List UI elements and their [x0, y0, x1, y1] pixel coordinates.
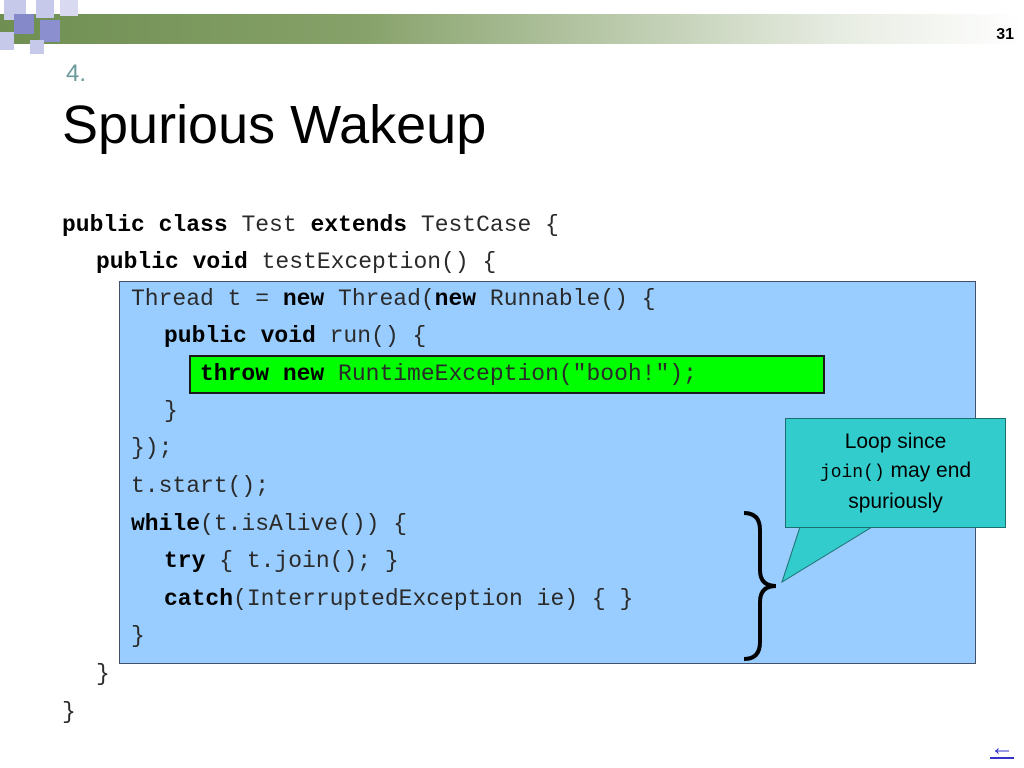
code-text: } — [131, 623, 145, 649]
code-keyword: public void — [164, 323, 316, 349]
code-text: Thread t = — [131, 286, 283, 312]
header-decoration-bar — [0, 14, 1024, 44]
page-title: Spurious Wakeup — [62, 95, 487, 155]
code-text: t.start(); — [131, 473, 270, 499]
code-keyword: public void — [96, 249, 248, 275]
callout-line: join() may end — [786, 458, 1005, 486]
code-keyword: try — [164, 548, 206, 574]
decorative-square — [40, 20, 60, 42]
code-text: Runnable() { — [476, 286, 656, 312]
throw-highlight-box — [189, 355, 825, 394]
callout-line: spuriously — [848, 490, 943, 513]
code-keyword: throw new — [200, 361, 325, 387]
code-line-8: t.start(); — [131, 471, 269, 501]
code-text: Thread( — [324, 286, 435, 312]
decorative-square — [14, 14, 34, 34]
code-text: { t.join(); } — [205, 548, 399, 574]
code-line-14: } — [62, 697, 76, 727]
code-line-5: throw new RuntimeException("booh!"); — [200, 359, 697, 389]
code-text: testException() { — [247, 249, 497, 275]
code-text: } — [62, 699, 76, 725]
code-text: }); — [131, 435, 173, 461]
code-keyword: new — [434, 286, 477, 312]
code-text: RuntimeException("booh!"); — [324, 361, 697, 387]
code-line-10: try { t.join(); } — [164, 546, 399, 576]
code-line-7: }); — [131, 433, 172, 463]
decorative-square — [36, 0, 54, 18]
code-line-4: public void run() { — [164, 321, 426, 351]
code-line-6: } — [164, 396, 178, 426]
code-line-2: public void testException() { — [96, 247, 496, 277]
code-keyword: while — [131, 511, 201, 537]
code-text: TestCase { — [407, 212, 559, 238]
decorative-square — [60, 0, 78, 16]
code-line-13: } — [96, 659, 110, 689]
code-line-3: Thread t = new Thread(new Runnable() { — [131, 284, 656, 314]
code-line-1: public class Test extends TestCase { — [62, 210, 559, 240]
code-text: } — [164, 398, 178, 424]
callout-note: Loop since join() may end spuriously — [785, 418, 1006, 528]
code-keyword: public class — [62, 212, 228, 238]
decorative-square — [0, 32, 14, 50]
code-keyword: catch — [164, 586, 234, 612]
code-keyword: new — [282, 286, 325, 312]
code-line-12: } — [131, 621, 145, 651]
code-text: (InterruptedException ie) { } — [233, 586, 634, 612]
decorative-square — [30, 40, 44, 54]
code-text: Test — [227, 212, 311, 238]
callout-text: may end — [884, 459, 972, 482]
code-text: } — [96, 661, 110, 687]
code-text: run() { — [315, 323, 427, 349]
curly-brace-icon — [743, 511, 777, 661]
callout-line: Loop since — [844, 430, 947, 453]
title-number: 4. — [66, 60, 87, 87]
code-text: (t.isAlive()) { — [200, 511, 408, 537]
code-keyword: extends — [310, 212, 408, 238]
code-line-11: catch(InterruptedException ie) { } — [164, 584, 633, 614]
code-line-9: while(t.isAlive()) { — [131, 509, 407, 539]
callout-code: join() — [819, 463, 885, 483]
page-number: 31 — [996, 26, 1014, 43]
back-link[interactable]: ← — [990, 734, 1014, 761]
